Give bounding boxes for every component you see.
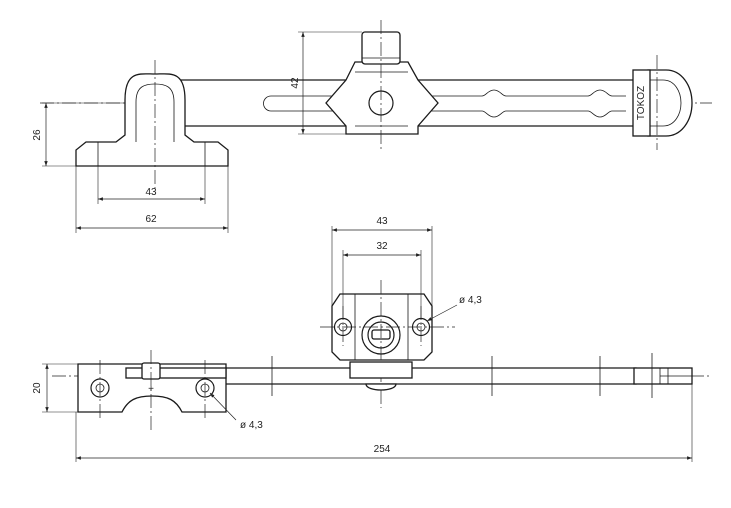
dim-43-bottom-label: 43 <box>376 216 388 227</box>
leader-base-hole <box>209 392 237 421</box>
leader-plate-hole <box>426 304 458 322</box>
top-view: TOKOZ 42 26 43 62 <box>32 20 712 233</box>
bottom-view: + 43 32 ø 4,3 ø 4,3 <box>32 216 712 462</box>
dim-42-label: 42 <box>290 77 301 89</box>
dim-32-label: 32 <box>376 241 388 252</box>
stay-rod <box>209 367 637 385</box>
handle-grip <box>632 69 651 137</box>
dim-20-label: 20 <box>32 382 43 394</box>
dim-62-label: 62 <box>145 214 157 225</box>
top-bracket <box>75 73 229 167</box>
hole-label-plate: ø 4,3 <box>459 295 482 306</box>
handle-loop-inner <box>648 79 682 127</box>
lock-clamp <box>349 361 413 379</box>
svg-text:+: + <box>148 384 154 395</box>
handle-loop <box>647 69 693 137</box>
base-lever <box>125 367 227 379</box>
dim-26-label: 26 <box>32 129 43 141</box>
stay-bar-slot <box>263 89 626 118</box>
brand-label: TOKOZ <box>636 86 647 120</box>
hole-label-base: ø 4,3 <box>240 420 263 431</box>
dim-254-label: 254 <box>374 444 391 455</box>
lock-clamp-foot <box>365 383 397 391</box>
dim-43-top-label: 43 <box>145 187 157 198</box>
